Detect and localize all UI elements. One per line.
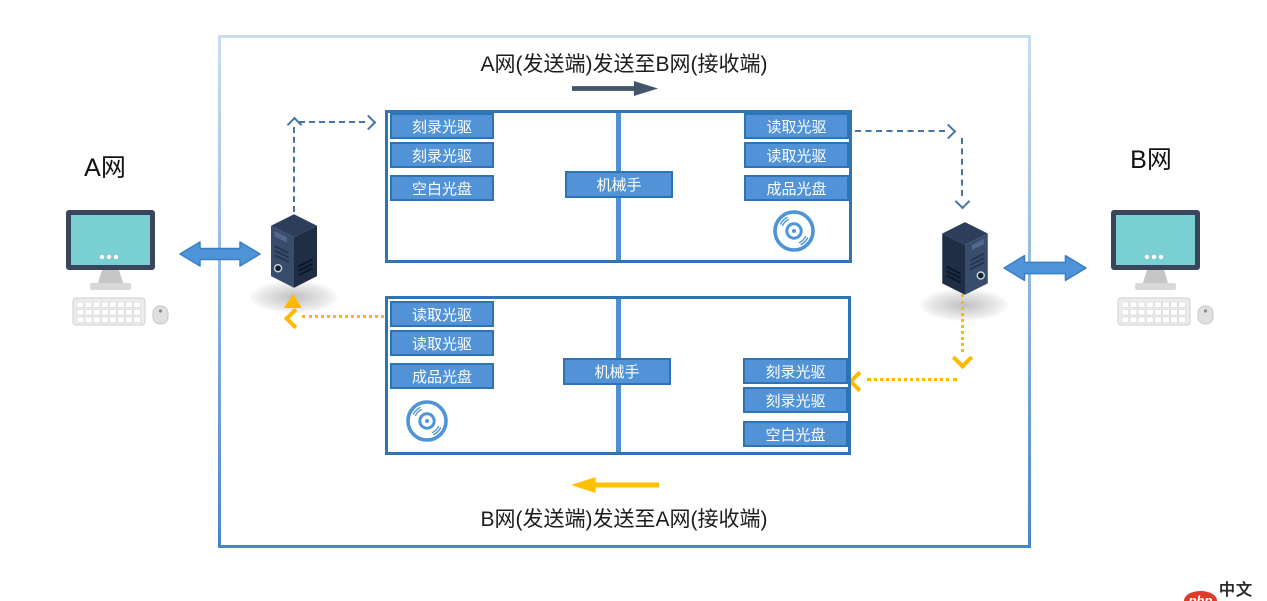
slot-chip: 读取光驱 xyxy=(744,113,849,139)
slot-chip: 读取光驱 xyxy=(390,301,494,327)
server-a-icon xyxy=(270,214,318,288)
slot-chip: 读取光驱 xyxy=(744,142,849,168)
workstation-b-icon xyxy=(1111,210,1214,326)
network-b-label: B网 xyxy=(1130,146,1172,174)
network-a-label: A网 xyxy=(84,154,126,182)
dotted-link-b-horizontal xyxy=(867,378,957,381)
lan-link-b-arrow-icon xyxy=(1003,254,1087,282)
slot-chip: 读取光驱 xyxy=(390,330,494,356)
forward-flow-title: A网(发送端)发送至B网(接收端) xyxy=(480,53,768,76)
return-flow-title: B网(发送端)发送至A网(接收端) xyxy=(480,508,768,531)
slot-chip: 刻录光驱 xyxy=(390,113,494,139)
finished-disc-icon xyxy=(773,210,815,252)
slot-chip: 刻录光驱 xyxy=(743,387,848,413)
watermark-text: 中文网 xyxy=(1218,582,1253,599)
dashed-link-a-horizontal xyxy=(299,121,365,123)
server-b-icon xyxy=(942,222,988,295)
server-b-shadow xyxy=(920,289,1008,321)
dashed-link-b-vertical xyxy=(961,138,963,196)
slot-chip: 空白光盘 xyxy=(390,175,494,201)
dashed-link-b-horizontal xyxy=(855,130,945,132)
slot-chip: 空白光盘 xyxy=(743,421,848,447)
site-watermark: php 中文网 xyxy=(1184,576,1267,601)
slot-chip: 成品光盘 xyxy=(390,363,494,389)
dotted-link-a-horizontal xyxy=(302,315,384,318)
robot-arm-chip: 机械手 xyxy=(565,171,673,198)
slot-chip: 刻录光驱 xyxy=(743,358,848,384)
dotted-link-b-vertical xyxy=(961,294,964,352)
station-forward: 刻录光驱 刻录光驱 空白光盘 机械手 读取光驱 读取光驱 成品光盘 xyxy=(385,110,852,263)
php-logo-badge: php xyxy=(1184,590,1217,601)
slot-chip: 成品光盘 xyxy=(744,175,849,201)
slot-chip: 刻录光驱 xyxy=(390,142,494,168)
workstation-a-icon xyxy=(66,210,169,326)
robot-arm-chip: 机械手 xyxy=(563,358,671,385)
station-return: 读取光驱 读取光驱 成品光盘 机械手 刻录光驱 刻录光驱 空白光盘 xyxy=(385,296,851,455)
lan-link-a-arrow-icon xyxy=(179,241,261,267)
dotted-link-a-up-arrow-icon xyxy=(284,294,302,308)
dashed-link-a-vertical xyxy=(293,127,295,212)
finished-disc-icon xyxy=(406,400,448,442)
